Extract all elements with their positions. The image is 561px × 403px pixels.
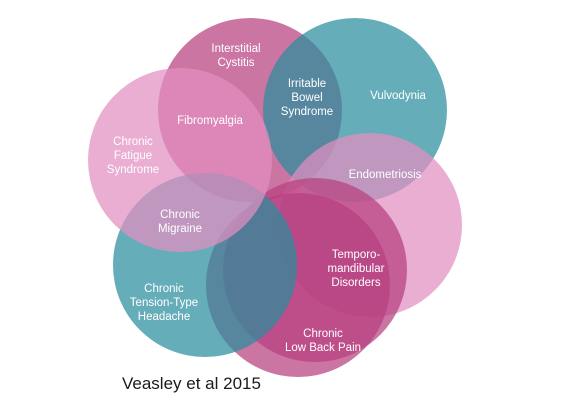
condition-circles [88,18,462,377]
overlap-label-fibromyalgia: Fibromyalgia [177,115,243,127]
label-endometriosis: Endometriosis [349,169,422,181]
label-vulvodynia: Vulvodynia [370,90,426,102]
circle-chronic-fatigue-syndrome [88,68,272,252]
citation: Veasley et al 2015 [122,374,261,393]
